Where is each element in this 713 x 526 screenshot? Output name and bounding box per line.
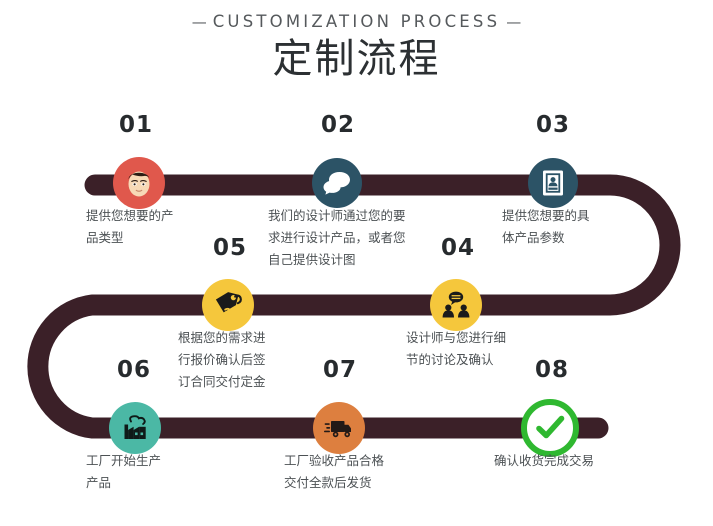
dash-right: —	[506, 13, 522, 31]
step-node-01[interactable]	[113, 157, 165, 209]
factory-icon	[124, 415, 146, 439]
people-discussion-icon	[442, 291, 470, 318]
check-circle-icon	[536, 415, 565, 439]
page-header: — CUSTOMIZATION PROCESS — 定制流程	[0, 0, 713, 81]
eyebrow-heading: — CUSTOMIZATION PROCESS —	[0, 12, 713, 31]
step-node-04[interactable]	[430, 279, 482, 331]
page-title: 定制流程	[272, 36, 441, 82]
step-number-02: 02	[320, 112, 355, 138]
step-description-02: 我们的设计师通过您的要 求进行设计产品，或者您 自己提供设计图	[268, 208, 406, 267]
step-number-06: 06	[116, 357, 151, 383]
step-description-05: 根据您的需求进 行报价确认后签 订合同交付定金	[178, 330, 266, 389]
step-number-05: 05	[212, 235, 247, 261]
step-number-07: 07	[322, 357, 357, 383]
step-description-04: 设计师与您进行细 节的讨论及确认	[406, 330, 507, 367]
step-node-02[interactable]	[312, 158, 362, 208]
step-description-01: 提供您想要的产 品类型	[86, 208, 174, 245]
step-number-08: 08	[534, 357, 569, 383]
id-card-document-icon	[543, 170, 563, 196]
speech-bubbles-icon	[323, 172, 350, 195]
step-number-01: 01	[118, 112, 153, 138]
step-node-07[interactable]	[313, 402, 365, 454]
step-description-08: 确认收货完成交易	[494, 453, 595, 468]
eyebrow-text: CUSTOMIZATION PROCESS	[212, 12, 501, 31]
step-description-03: 提供您想要的具 体产品参数	[502, 208, 590, 245]
step-number-04: 04	[440, 235, 475, 261]
step-node-03[interactable]	[528, 158, 578, 208]
process-path-line	[27, 174, 681, 439]
step-number-03: 03	[535, 112, 570, 138]
dash-left: —	[191, 13, 207, 31]
step-description-07: 工厂验收产品合格 交付全款后发货	[284, 453, 385, 490]
step-description-06: 工厂开始生产 产品	[86, 453, 162, 490]
step-node-05[interactable]	[202, 279, 254, 331]
delivery-truck-icon	[324, 421, 351, 438]
step-node-08[interactable]	[521, 399, 579, 457]
step-node-06[interactable]	[109, 402, 161, 454]
price-tag-icon	[215, 292, 242, 314]
user-face-icon	[128, 171, 150, 197]
